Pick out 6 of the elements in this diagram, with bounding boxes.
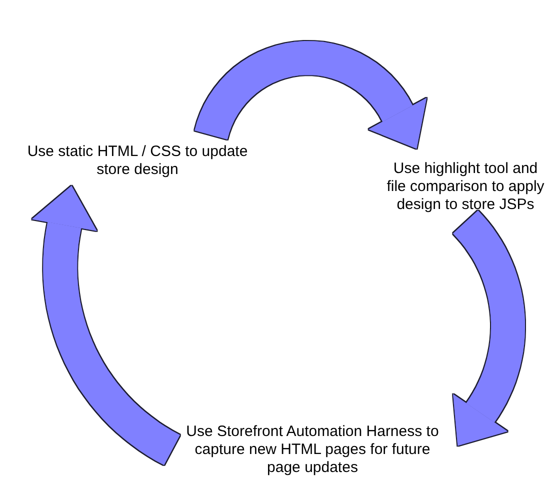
curved-block-arrow: [452, 210, 525, 446]
curved-block-arrow: [32, 186, 182, 465]
step-label: Use highlight tool and file comparison to apply design to store JSPs: [383, 160, 548, 214]
curved-block-arrow: [194, 41, 427, 149]
step-label: Use static HTML / CSS to update store design: [15, 143, 260, 179]
step-label: Use Storefront Automation Harness to capture new HTML pages for future page updates: [180, 423, 445, 477]
